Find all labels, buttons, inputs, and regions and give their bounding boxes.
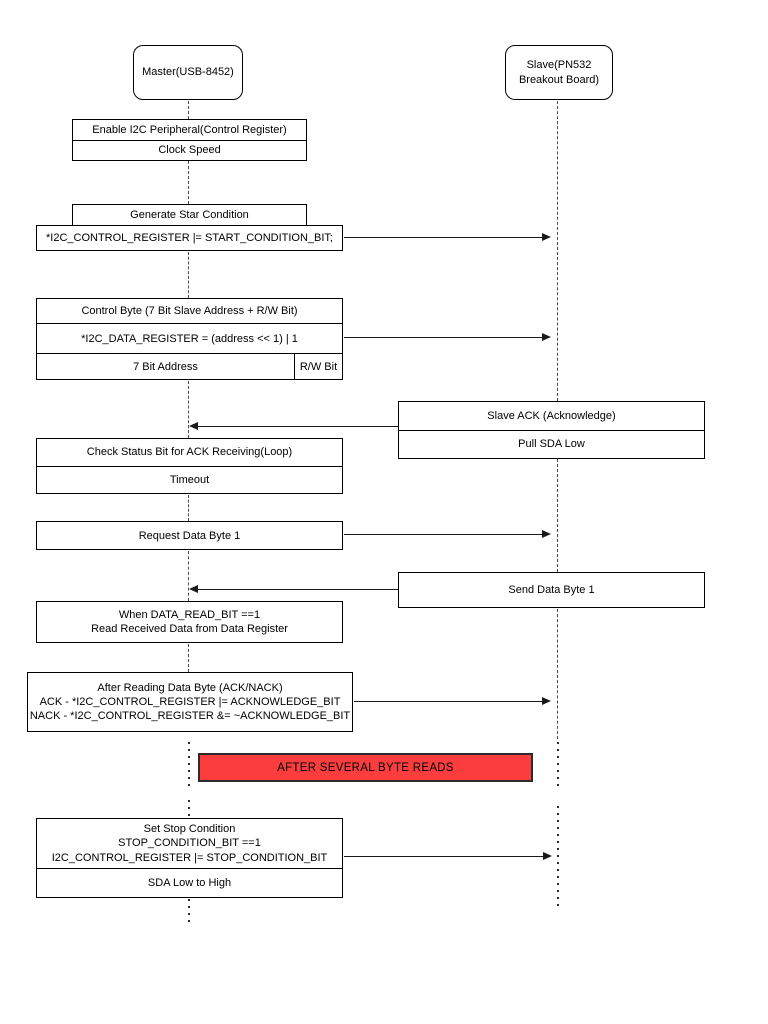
- master-lifeline-segment: [188, 101, 189, 119]
- slave-lifeline-segment: [557, 609, 558, 739]
- arrowhead-right-icon: [543, 852, 552, 860]
- arrowhead-right-icon: [542, 530, 551, 538]
- master-lifeline-segment: [188, 551, 189, 601]
- slave-lifeline-dots: [557, 806, 559, 910]
- actor-slave-label-line2: Breakout Board): [518, 73, 600, 86]
- master-lifeline-segment: [188, 644, 189, 672]
- arrow-control-byte: [344, 333, 551, 341]
- actor-slave-label-line1: Slave(PN532: [526, 58, 592, 71]
- ack-nack-line3: NACK - *I2C_CONTROL_REGISTER &= ~ACKNOWL…: [29, 710, 351, 723]
- after-reads-banner-label: AFTER SEVERAL BYTE READS: [277, 761, 454, 774]
- send-byte-label: Send Data Byte 1: [508, 584, 595, 596]
- actor-master-label: Master(USB-8452): [142, 66, 234, 79]
- master-lifeline-dots: [188, 742, 190, 789]
- clock-speed-label: Clock Speed: [73, 139, 306, 161]
- start-condition-code-box: *I2C_CONTROL_REGISTER |= START_CONDITION…: [36, 225, 343, 251]
- request-byte-box: Request Data Byte 1: [36, 521, 343, 550]
- enable-peripheral-box: Enable I2C Peripheral(Control Register) …: [72, 119, 307, 161]
- stop-condition-line1: Set Stop Condition: [143, 823, 236, 836]
- ack-nack-line1: After Reading Data Byte (ACK/NACK): [97, 681, 283, 694]
- stop-condition-line2: STOP_CONDITION_BIT ==1: [118, 837, 261, 850]
- arrow-slave-ack: [189, 422, 398, 430]
- read-data-box: When DATA_READ_BIT ==1 Read Received Dat…: [36, 601, 343, 643]
- arrowhead-left-icon: [189, 585, 198, 593]
- generate-start-title: Generate Star Condition: [130, 209, 249, 221]
- arrowhead-right-icon: [542, 333, 551, 341]
- ack-nack-box: After Reading Data Byte (ACK/NACK) ACK -…: [27, 672, 353, 732]
- arrow-ack-nack: [354, 697, 551, 705]
- master-lifeline-segment: [188, 252, 189, 298]
- start-condition-code: *I2C_CONTROL_REGISTER |= START_CONDITION…: [46, 232, 333, 244]
- slave-ack-box: Slave ACK (Acknowledge) Pull SDA Low: [398, 401, 705, 459]
- timeout-label: Timeout: [37, 465, 342, 494]
- control-byte-code: *I2C_DATA_REGISTER = (address << 1) | 1: [37, 323, 342, 353]
- stop-condition-line3: I2C_CONTROL_REGISTER |= STOP_CONDITION_B…: [51, 851, 328, 864]
- master-lifeline-dots: [188, 800, 190, 818]
- arrow-start-condition: [344, 233, 551, 241]
- ack-nack-text: After Reading Data Byte (ACK/NACK) ACK -…: [28, 673, 352, 731]
- slave-ack-title: Slave ACK (Acknowledge): [487, 409, 616, 422]
- master-lifeline-segment: [188, 495, 189, 521]
- generate-start-title-box: Generate Star Condition: [72, 204, 307, 226]
- control-byte-box: Control Byte (7 Bit Slave Address + R/W …: [36, 298, 343, 380]
- rw-bit-cell: R/W Bit: [299, 360, 338, 373]
- send-byte-box: Send Data Byte 1: [398, 572, 705, 608]
- slave-lifeline-segment: [557, 459, 558, 572]
- after-reads-banner: AFTER SEVERAL BYTE READS: [198, 753, 533, 782]
- control-byte-title: Control Byte (7 Bit Slave Address + R/W …: [81, 305, 298, 317]
- slave-lifeline-segment: [557, 101, 558, 401]
- stop-condition-text: Set Stop Condition STOP_CONDITION_BIT ==…: [37, 819, 342, 868]
- actor-master: Master(USB-8452): [133, 45, 243, 100]
- slave-lifeline-dots: [557, 742, 559, 789]
- arrow-request-byte: [344, 530, 551, 538]
- sda-low-to-high-label: SDA Low to High: [37, 868, 342, 897]
- arrowhead-left-icon: [189, 422, 198, 430]
- arrow-stop-condition: [344, 852, 552, 860]
- request-byte-label: Request Data Byte 1: [138, 529, 241, 542]
- read-data-text: When DATA_READ_BIT ==1 Read Received Dat…: [37, 602, 342, 642]
- actor-slave: Slave(PN532 Breakout Board): [505, 45, 613, 100]
- check-status-title: Check Status Bit for ACK Receiving(Loop): [86, 446, 293, 459]
- arrowhead-right-icon: [542, 233, 551, 241]
- stop-condition-box: Set Stop Condition STOP_CONDITION_BIT ==…: [36, 818, 343, 898]
- master-lifeline-segment: [188, 381, 189, 438]
- master-lifeline-dots: [188, 899, 190, 923]
- pull-sda-low-label: Pull SDA Low: [399, 429, 704, 459]
- arrowhead-right-icon: [542, 697, 551, 705]
- master-lifeline-segment: [188, 161, 189, 204]
- read-data-line2: Read Received Data from Data Register: [91, 623, 288, 635]
- enable-peripheral-title: Enable I2C Peripheral(Control Register): [92, 123, 287, 136]
- control-byte-fields: 7 Bit Address R/W Bit: [37, 353, 342, 379]
- check-status-box: Check Status Bit for ACK Receiving(Loop)…: [36, 438, 343, 494]
- ack-nack-line2: ACK - *I2C_CONTROL_REGISTER |= ACKNOWLED…: [39, 695, 341, 708]
- arrow-send-byte: [189, 585, 398, 593]
- seven-bit-address-cell: 7 Bit Address: [37, 354, 295, 379]
- read-data-line1: When DATA_READ_BIT ==1: [118, 608, 261, 621]
